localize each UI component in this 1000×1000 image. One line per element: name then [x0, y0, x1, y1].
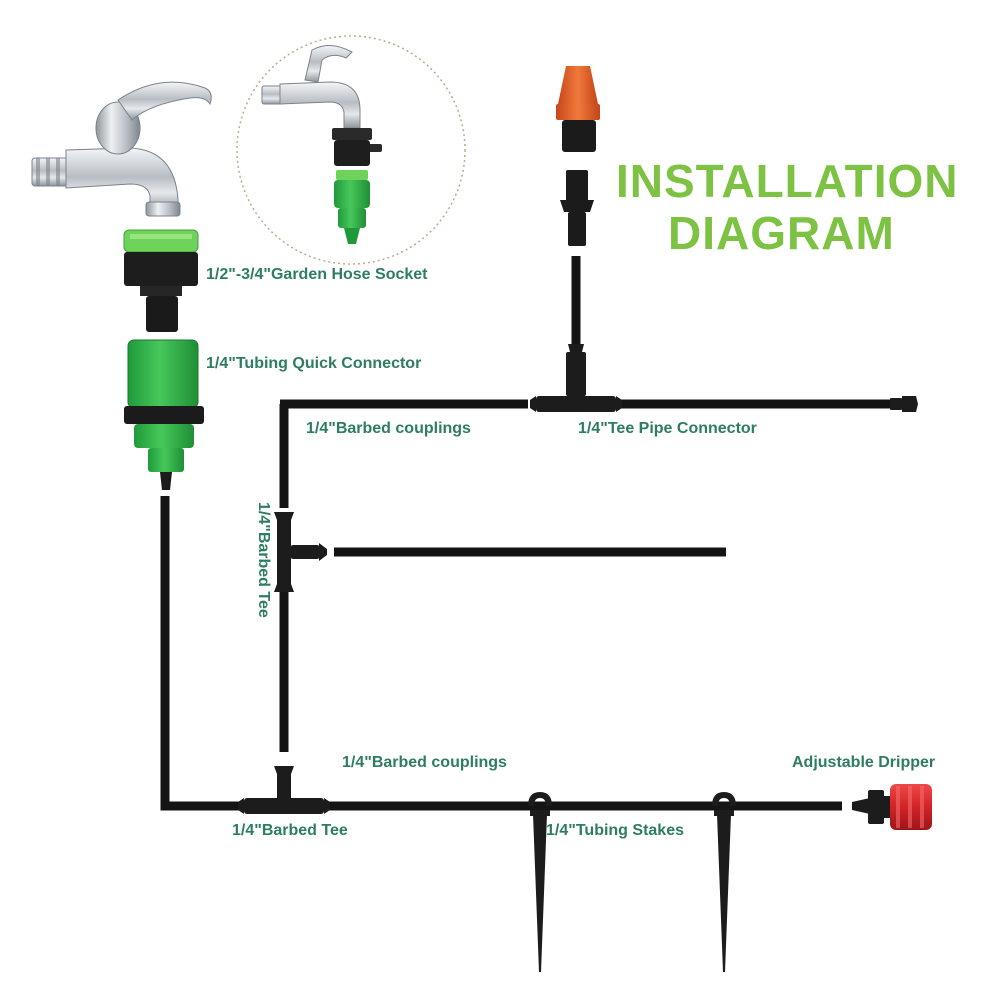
end-plug-icon — [890, 396, 918, 412]
label-tee-pipe-connector: 1/4"Tee Pipe Connector — [578, 420, 757, 437]
label-barbed-couplings-top: 1/4"Barbed couplings — [306, 420, 471, 437]
barbed-tee-icon — [238, 766, 330, 814]
faucet-icon — [31, 81, 212, 217]
diagram-title-line2: DIAGRAM — [668, 207, 895, 259]
barbed-tee-icon — [274, 512, 327, 592]
tubing — [160, 256, 890, 811]
tee-connector-icon — [530, 344, 622, 412]
tubing-stake-icon — [528, 792, 552, 972]
label-hose-socket: 1/2"-3/4"Garden Hose Socket — [206, 266, 428, 283]
hose-socket-icon — [123, 229, 199, 332]
label-barbed-tee-vertical: 1/4"Barbed Tee — [255, 502, 272, 618]
faucet-with-adapter-icon — [236, 35, 466, 265]
mist-nozzle-icon — [556, 66, 600, 246]
quick-connector-icon — [124, 339, 204, 490]
label-quick-connector: 1/4"Tubing Quick Connector — [206, 355, 422, 372]
label-barbed-tee-bottom: 1/4"Barbed Tee — [232, 822, 348, 839]
label-barbed-couplings-bottom: 1/4"Barbed couplings — [342, 754, 507, 771]
tubing-stake-icon — [712, 792, 736, 972]
adjustable-dripper-icon — [852, 784, 932, 830]
label-adjustable-dripper: Adjustable Dripper — [792, 754, 936, 771]
label-tubing-stakes: 1/4"Tubing Stakes — [546, 822, 684, 839]
diagram-title-line1: INSTALLATION — [616, 155, 959, 207]
